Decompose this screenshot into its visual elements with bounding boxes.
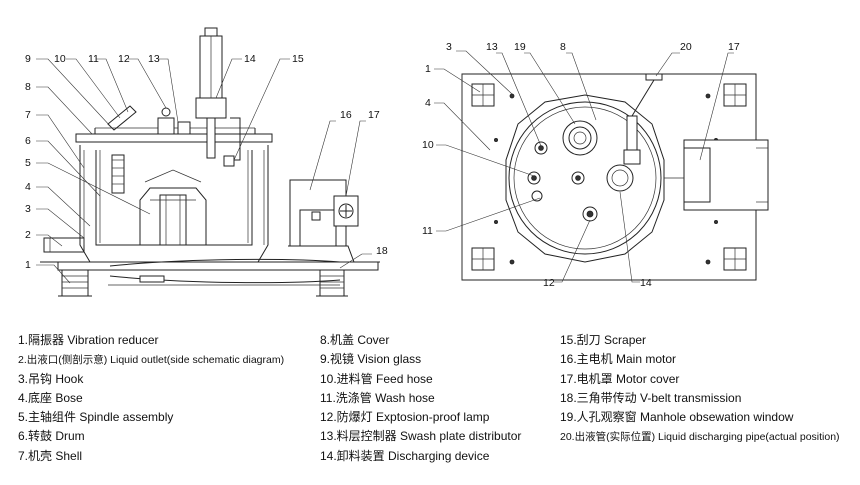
legend-item: 6.转鼓 Drum xyxy=(18,429,85,444)
legend-item: 14.卸料装置 Discharging device xyxy=(320,448,490,463)
leader-line xyxy=(36,186,91,227)
callout-number: 1 xyxy=(425,63,431,75)
callout-number: 5 xyxy=(25,157,31,169)
legend-column-2: 8.机盖 Cover 9.视镜 Vision glass 10.进料管 Feed… xyxy=(320,331,521,466)
callout-number: 4 xyxy=(25,181,31,193)
legend-item: 1.隔振器 Vibration reducer xyxy=(18,333,159,347)
callout-number: 17 xyxy=(728,41,740,53)
leader-line xyxy=(554,219,591,283)
leader-line xyxy=(215,58,242,99)
legend-item: 7.机壳 Shell xyxy=(18,448,83,463)
callout-number: 8 xyxy=(560,41,566,53)
legend: 1.隔振器 Vibration reducer 2.出液口(侧剖示意) Liqu… xyxy=(0,331,860,481)
leader-line xyxy=(496,52,542,147)
callout-number: 19 xyxy=(514,41,526,53)
side-elevation-view xyxy=(40,27,380,297)
callout-number: 3 xyxy=(446,41,452,53)
legend-item: 10.进料管 Feed hose xyxy=(320,371,433,386)
callout-number: 15 xyxy=(292,53,304,65)
callout-number: 13 xyxy=(486,41,498,53)
legend-item: 2.出液口(侧剖示意) Liquid outlet(side schematic… xyxy=(18,350,284,369)
callout-number: 7 xyxy=(25,109,31,121)
callout-number: 12 xyxy=(118,53,130,65)
callout-number: 3 xyxy=(25,203,31,215)
callout-number: 2 xyxy=(25,229,31,241)
leader-line xyxy=(96,58,129,113)
callout-number: 1 xyxy=(25,259,31,271)
leader-line xyxy=(699,52,734,161)
legend-item: 17.电机罩 Motor cover xyxy=(560,371,680,386)
plan-view xyxy=(461,73,769,281)
leader-line xyxy=(456,50,513,95)
callout-number: 12 xyxy=(543,277,555,289)
callout-number: 10 xyxy=(422,139,434,151)
leader-line xyxy=(36,58,113,129)
legend-item: 4.底座 Bose xyxy=(18,390,83,405)
legend-item: 18.三角带传动 V-belt transmission xyxy=(560,390,742,405)
callout-number: 4 xyxy=(425,97,431,109)
leader-line xyxy=(158,58,179,123)
leader-line xyxy=(434,102,491,151)
leader-line xyxy=(36,264,71,284)
leader-line xyxy=(36,162,151,215)
callout-number: 14 xyxy=(244,53,256,65)
legend-item: 11.洗涤管 Wash hose xyxy=(320,390,435,405)
leader-line xyxy=(233,58,290,161)
callout-number: 20 xyxy=(680,41,692,53)
callout-number: 14 xyxy=(640,277,652,289)
legend-item: 19.人孔观察窗 Manhole obsewation window xyxy=(560,410,794,425)
callout-number: 6 xyxy=(25,135,31,147)
legend-column-3: 15.刮刀 Scraper 16.主电机 Main motor 17.电机罩 M… xyxy=(560,331,840,447)
leader-line xyxy=(566,52,597,121)
legend-item: 15.刮刀 Scraper xyxy=(560,333,647,347)
callout-number: 9 xyxy=(25,53,31,65)
callout-number: 16 xyxy=(340,109,352,121)
legend-item: 5.主轴组件 Spindle assembly xyxy=(18,410,174,425)
leader-line xyxy=(436,197,541,232)
legend-column-1: 1.隔振器 Vibration reducer 2.出液口(侧剖示意) Liqu… xyxy=(18,331,284,466)
leader-line xyxy=(339,253,372,269)
legend-item-text: 2.出液口(侧剖示意) Liquid outlet(side schematic… xyxy=(18,354,285,367)
leader-line xyxy=(66,58,121,119)
callout-number: 10 xyxy=(54,53,66,65)
legend-item: 9.视镜 Vision glass xyxy=(320,352,422,367)
leader-line xyxy=(309,120,336,191)
callout-number: 13 xyxy=(148,53,160,65)
callout-number: 11 xyxy=(88,53,99,65)
leader-line xyxy=(36,234,63,247)
legend-item: 12.防爆灯 Exptosion-proof lamp xyxy=(320,410,490,425)
legend-item: 16.主电机 Main motor xyxy=(560,352,677,367)
leader-line xyxy=(36,208,85,239)
legend-item: 8.机盖 Cover xyxy=(320,333,390,347)
leader-line xyxy=(345,120,366,197)
leader-line xyxy=(619,191,640,283)
legend-item: 3.吊钩 Hook xyxy=(18,371,84,386)
legend-item: 20.出液管(实际位置) Liquid discharging pipe(act… xyxy=(560,427,840,446)
leader-line xyxy=(36,140,101,197)
leader-line xyxy=(524,52,576,125)
callout-number: 11 xyxy=(422,225,433,237)
leader-line xyxy=(655,52,680,77)
leader-line xyxy=(36,114,85,169)
leader-line xyxy=(436,144,535,177)
callout-number: 17 xyxy=(368,109,380,121)
callout-number: 8 xyxy=(25,81,31,93)
leader-line xyxy=(36,86,93,135)
leader-line xyxy=(434,68,481,93)
legend-item-text: 20.出液管(实际位置) Liquid discharging pipe(act… xyxy=(560,431,840,444)
leader-line xyxy=(128,58,167,109)
callout-number: 18 xyxy=(376,245,388,257)
legend-item: 13.料层控制器 Swash plate distributor xyxy=(320,429,522,444)
